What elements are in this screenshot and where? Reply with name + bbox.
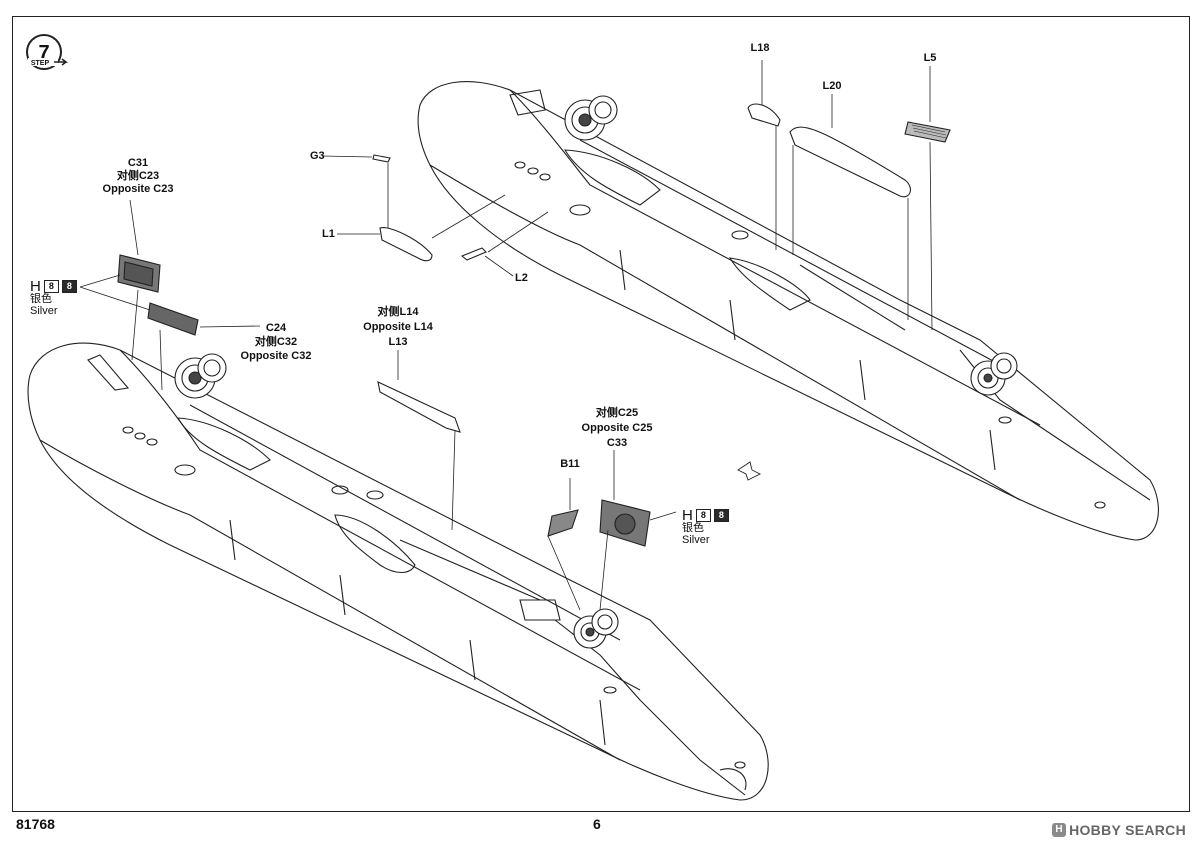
paint-name-en: Silver bbox=[30, 305, 58, 317]
part-l2 bbox=[460, 247, 487, 261]
paint-chip-dark: 8 bbox=[61, 280, 77, 293]
label-c24-opp: Opposite C32 bbox=[240, 350, 312, 362]
paint-code: H bbox=[682, 506, 693, 524]
label-l13: L13 bbox=[388, 336, 408, 348]
step-word: STEP bbox=[31, 60, 50, 67]
label-l14-opp: Opposite L14 bbox=[363, 321, 433, 333]
brand-logo-icon: H bbox=[1052, 823, 1067, 837]
front-wheel-right bbox=[970, 352, 1018, 396]
label-c25-cn: 对侧C25 bbox=[595, 407, 639, 419]
label-g3: G3 bbox=[310, 150, 325, 162]
paint-name-cn: 银色 bbox=[30, 293, 52, 305]
label-c31-cn: 对侧C23 bbox=[116, 170, 160, 182]
label-c25-opp: Opposite C25 bbox=[581, 422, 653, 434]
paint-chip: 8 bbox=[695, 509, 711, 522]
label-l18: L18 bbox=[750, 42, 770, 54]
step-badge: 7 STEP bbox=[26, 34, 69, 70]
part-c33 bbox=[599, 499, 651, 547]
paint-chip-dark: 8 bbox=[713, 509, 729, 522]
label-l5: L5 bbox=[923, 52, 937, 64]
fuselage-lower-right bbox=[417, 81, 1159, 541]
label-l1: L1 bbox=[322, 228, 335, 240]
label-l20: L20 bbox=[822, 80, 842, 92]
label-c31: C31 bbox=[127, 157, 149, 169]
page-number: 6 bbox=[593, 816, 601, 832]
paint-callout-right: H 8 8 银色 Silver bbox=[682, 506, 729, 546]
paint-callout-left: H 8 8 银色 Silver bbox=[30, 277, 77, 317]
brand-name: HOBBY SEARCH bbox=[1069, 822, 1186, 838]
label-c31-opp: Opposite C23 bbox=[102, 183, 174, 195]
label-l2: L2 bbox=[515, 272, 528, 284]
paint-name-en: Silver bbox=[682, 534, 710, 546]
part-l1 bbox=[379, 227, 433, 262]
leader-lines bbox=[79, 60, 933, 611]
part-g3 bbox=[372, 154, 391, 163]
kit-number: 81768 bbox=[16, 816, 55, 832]
part-b11 bbox=[547, 509, 579, 537]
part-c31 bbox=[117, 254, 161, 293]
main-wheel-right bbox=[564, 95, 618, 141]
direction-arrow bbox=[737, 461, 762, 481]
label-b11: B11 bbox=[560, 458, 580, 470]
label-c24-cn: 对侧C32 bbox=[254, 336, 298, 348]
part-c24 bbox=[147, 302, 199, 336]
paint-code: H bbox=[30, 277, 41, 295]
label-c33: C33 bbox=[606, 437, 628, 449]
step-number: 7 bbox=[38, 42, 49, 64]
front-wheel-left bbox=[573, 608, 619, 649]
paint-name-cn: 银色 bbox=[682, 522, 704, 534]
label-l14-cn: 对侧L14 bbox=[377, 306, 419, 318]
fuselage-lower-left bbox=[27, 342, 769, 801]
part-l5 bbox=[904, 121, 951, 143]
page-frame bbox=[12, 16, 1190, 812]
main-wheel-left bbox=[174, 353, 227, 399]
part-l18 bbox=[747, 103, 781, 127]
part-l20 bbox=[789, 126, 911, 198]
paint-chip: 8 bbox=[43, 280, 59, 293]
watermark: H HOBBY SEARCH bbox=[1052, 822, 1186, 838]
part-l13 bbox=[377, 381, 461, 433]
label-c24: C24 bbox=[265, 322, 287, 334]
